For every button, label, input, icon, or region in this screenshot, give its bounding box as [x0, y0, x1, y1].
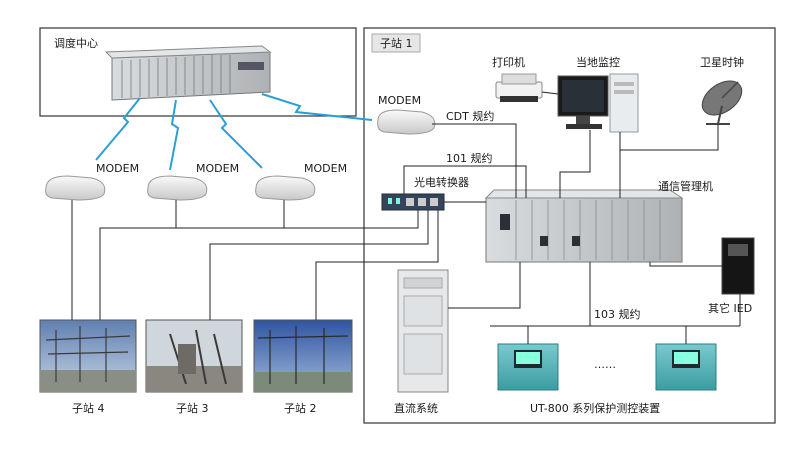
modem-icon-3: [255, 175, 316, 201]
substation2-label: 子站 2: [284, 401, 317, 415]
substation3-photo: [145, 319, 243, 393]
wiring: [71, 91, 741, 344]
dispatch-rack: [104, 45, 272, 101]
modem-label-sub1: MODEM: [378, 94, 421, 107]
device-ellipsis: ……: [594, 358, 616, 371]
modem-icon-2: [147, 175, 208, 201]
dc-cabinet-icon: [397, 269, 449, 393]
cdt-protocol-label: CDT 规约: [446, 109, 494, 123]
monitor-icon: [557, 73, 639, 133]
converter-label: 光电转换器: [414, 175, 469, 189]
dc-system-label: 直流系统: [394, 401, 438, 415]
substation2-photo: [253, 319, 353, 393]
converter-icon: [381, 193, 445, 211]
modem-label-3: MODEM: [304, 162, 347, 175]
other-ied-icon: [721, 237, 755, 295]
substation1-label: 子站 1: [380, 36, 413, 50]
modem-label-1: MODEM: [96, 162, 139, 175]
modem-icon-sub1: [377, 109, 436, 135]
modem-icon-1: [45, 175, 106, 201]
dispatch-center-label: 调度中心: [54, 36, 98, 50]
103-protocol-label: 103 规约: [594, 307, 641, 321]
satellite-dish-icon: [701, 80, 743, 125]
comm-manager-label: 通信管理机: [658, 179, 713, 193]
local-monitor-label: 当地监控: [576, 55, 620, 69]
protection-device-label: UT-800 系列保护测控装置: [530, 401, 660, 415]
substation3-label: 子站 3: [176, 401, 209, 415]
wireless-links: [95, 93, 373, 171]
substation1-tag: [371, 33, 421, 53]
modem-label-2: MODEM: [196, 162, 239, 175]
protection-device-icon-2: [655, 343, 717, 391]
substation1-frame: [363, 27, 776, 424]
substation4-photo: [39, 319, 137, 393]
protection-device-icon-1: [497, 343, 559, 391]
comm-manager-icon: [484, 189, 684, 263]
printer-icon: [495, 73, 543, 102]
satellite-clock-label: 卫星时钟: [700, 55, 744, 69]
101-protocol-label: 101 规约: [446, 151, 493, 165]
printer-label: 打印机: [492, 55, 525, 69]
substation4-label: 子站 4: [72, 401, 105, 415]
other-ied-label: 其它 IED: [708, 301, 752, 315]
dispatch-center-frame: [39, 27, 357, 117]
